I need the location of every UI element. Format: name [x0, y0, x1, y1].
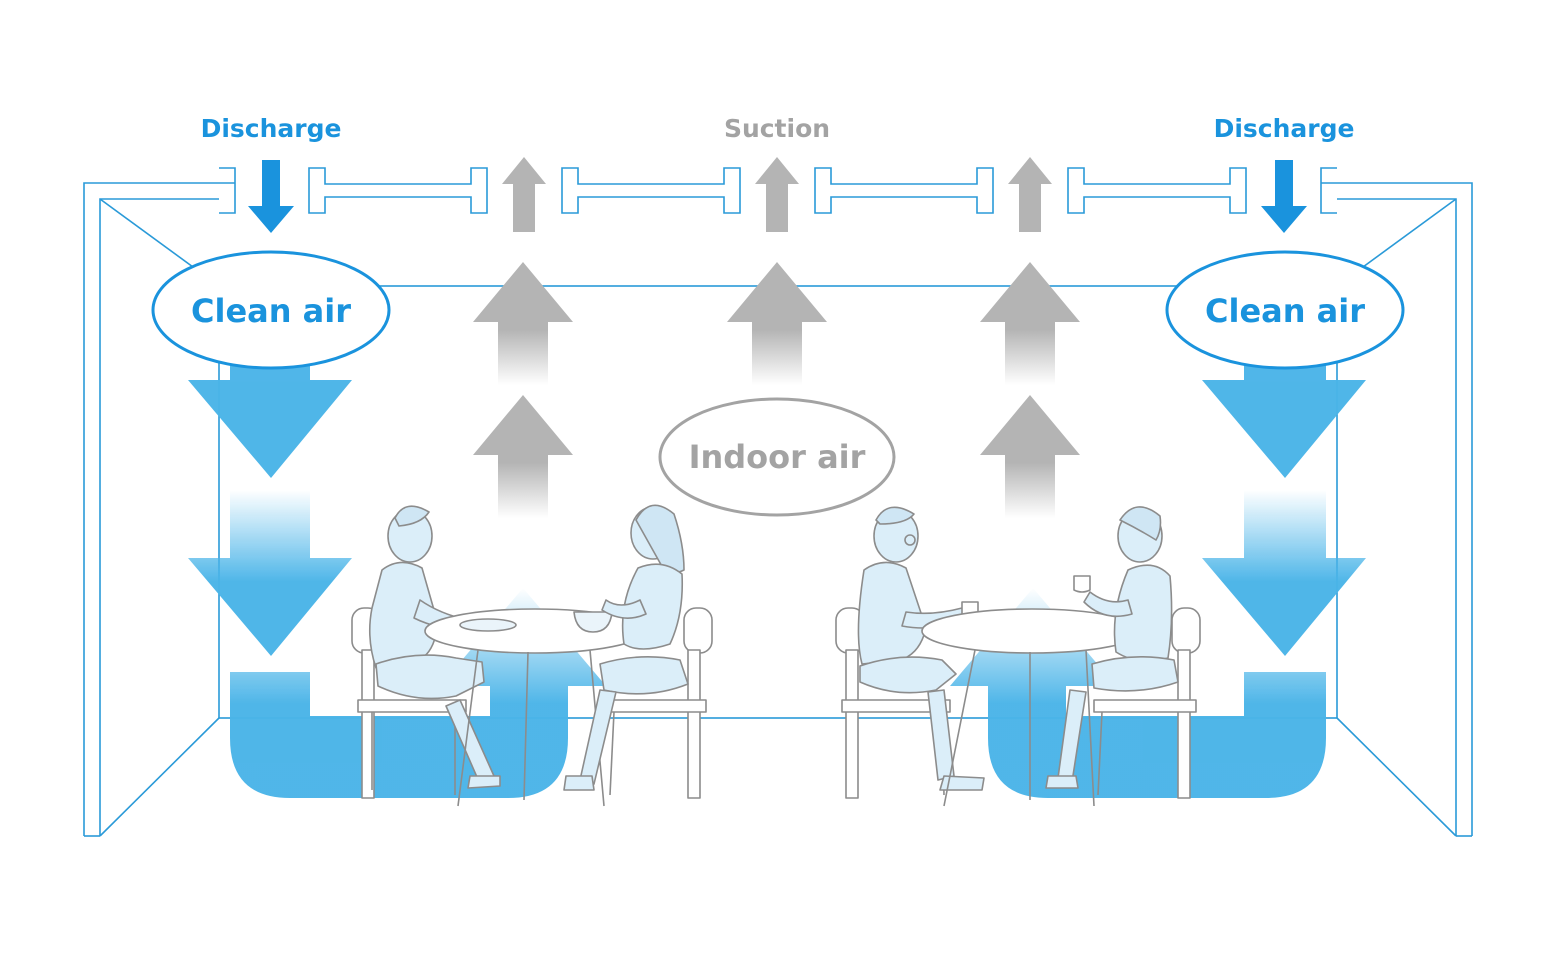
discharge-label-left: Discharge [201, 114, 342, 143]
right-table-scene [835, 506, 1201, 807]
clean-air-bubble-right [1165, 250, 1405, 370]
chair [835, 607, 951, 799]
left-table-scene [351, 504, 713, 807]
clean-air-label-left: Clean air [191, 292, 351, 330]
clean-air-bubble-left [151, 250, 391, 370]
person [1045, 506, 1179, 789]
chair [1093, 607, 1201, 799]
discharge-label-right: Discharge [1214, 114, 1355, 143]
suction-arrows [502, 157, 1052, 232]
suction-arrow-icon [1008, 157, 1052, 232]
indoor-air-bubble [658, 397, 896, 517]
discharge-arrow-right-icon [1261, 160, 1307, 233]
up-flow-arrow-icon [727, 262, 827, 385]
suction-label: Suction [724, 114, 830, 143]
room-outline [83, 182, 1473, 837]
indoor-air-flow-arrows [473, 262, 1080, 518]
up-flow-arrow-icon [980, 262, 1080, 385]
person [368, 505, 501, 789]
indoor-air-label: Indoor air [689, 438, 866, 476]
suction-arrow-icon [755, 157, 799, 232]
up-flow-arrow-icon [473, 262, 573, 385]
up-flow-arrow-icon [473, 395, 573, 518]
discharge-arrow-left-icon [248, 160, 294, 233]
suction-arrow-icon [502, 157, 546, 232]
person [563, 504, 689, 791]
clean-air-label-right: Clean air [1205, 292, 1365, 330]
person [857, 506, 985, 791]
up-flow-arrow-icon [980, 395, 1080, 518]
chair [605, 607, 713, 799]
ceiling-ducts [219, 167, 1337, 214]
table [921, 608, 1143, 807]
